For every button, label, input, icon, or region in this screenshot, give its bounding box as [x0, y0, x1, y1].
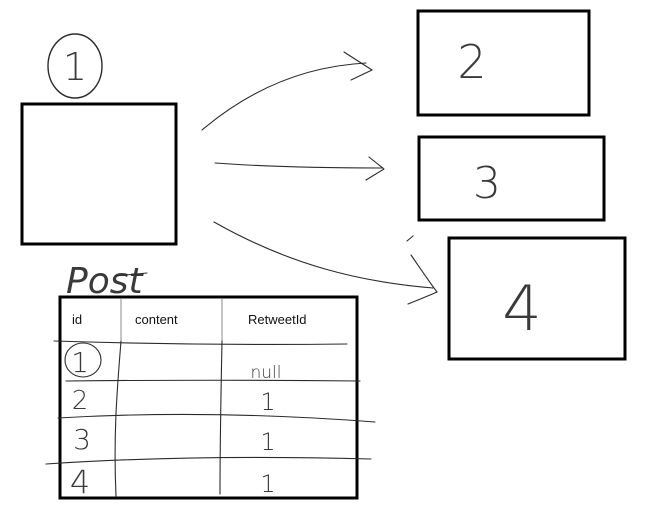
arrow-to-2: [201, 51, 373, 131]
row1-id-circle: [64, 342, 102, 378]
table-border: [58, 295, 359, 500]
source-node: 1: [20, 33, 178, 246]
target-node-2: 2: [416, 9, 591, 117]
row2-retweet: 1: [260, 388, 275, 416]
source-label-circle: [47, 33, 103, 99]
target-label-4: 4: [502, 272, 541, 345]
post-table: Post id content RetweetId 1 null 2 1 3 1…: [45, 261, 376, 501]
col-header-id: id: [72, 312, 82, 327]
target-box-3: [417, 135, 606, 222]
source-label: 1: [63, 45, 87, 89]
source-box: [20, 102, 178, 246]
stray-mark: [406, 235, 414, 242]
row-line-2: [65, 379, 361, 382]
title-underline-mark: [114, 272, 148, 277]
target-box-2: [416, 9, 591, 117]
arrow-to-4: [213, 221, 438, 305]
col-header-content: content: [135, 312, 178, 327]
col-line-2: [219, 340, 223, 495]
row-line-3: [57, 413, 376, 423]
target-box-4: [447, 236, 627, 361]
row-line-1: [53, 340, 348, 345]
arrow-to-3: [214, 156, 385, 181]
target-label-3: 3: [473, 158, 501, 209]
row3-id: 3: [73, 423, 91, 456]
row4-id: 4: [70, 463, 90, 501]
col-line-1: [114, 340, 122, 497]
row1-id: 1: [71, 346, 89, 379]
row4-retweet: 1: [260, 470, 275, 498]
target-label-2: 2: [457, 35, 486, 89]
target-node-3: 3: [417, 135, 606, 222]
col-header-retweetid: RetweetId: [248, 312, 307, 327]
row1-retweet: null: [251, 363, 282, 383]
row2-id: 2: [72, 386, 89, 416]
target-node-4: 4: [447, 236, 627, 361]
row3-retweet: 1: [260, 428, 275, 456]
table-title: Post: [66, 261, 144, 302]
row-line-4: [45, 456, 372, 465]
